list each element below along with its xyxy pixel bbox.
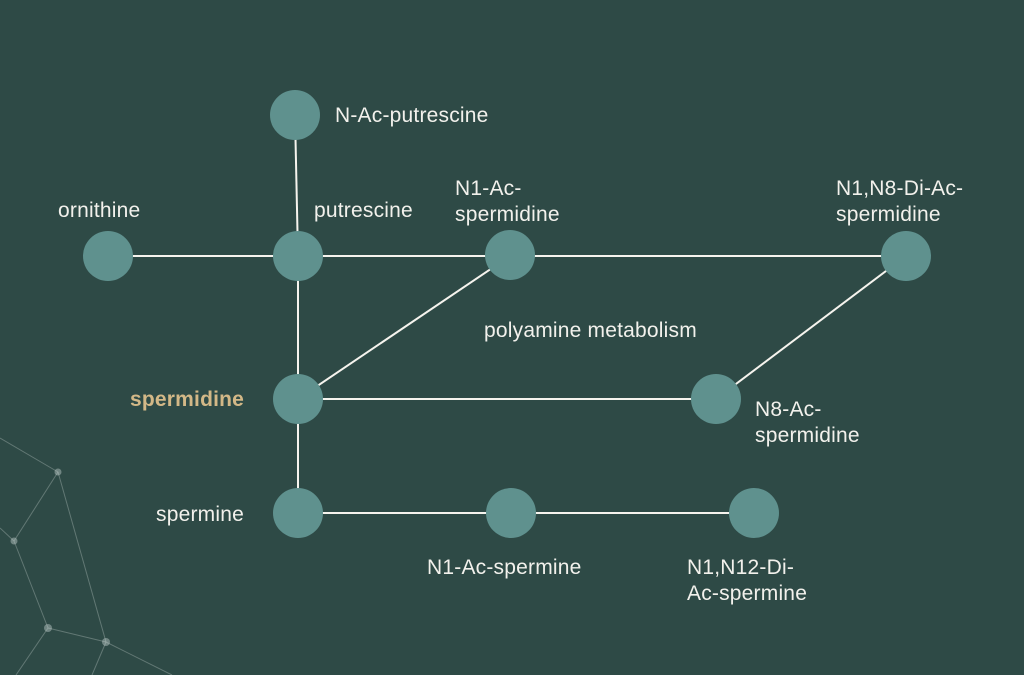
edge-spermidine-n1-ac-spermidine xyxy=(297,255,511,400)
pathway-edges xyxy=(108,114,907,514)
label-n1n8-di-ac-spermidine: N1,N8-Di-Ac- spermidine xyxy=(836,177,964,226)
label-n1n12-di-ac-spermine: N1,N12-Di- Ac-spermine xyxy=(687,556,808,605)
diagram-title: polyamine metabolism xyxy=(484,319,697,342)
label-ornithine: ornithine xyxy=(58,199,141,222)
pathway-nodes xyxy=(83,90,931,538)
node-n1n12-di-ac-spermine[interactable] xyxy=(729,488,779,538)
node-n1-ac-spermidine[interactable] xyxy=(485,230,535,280)
label-n1-ac-spermine: N1-Ac-spermine xyxy=(427,556,582,579)
deco-dot xyxy=(102,638,110,646)
label-spermine: spermine xyxy=(156,503,244,526)
node-n1n8-di-ac-spermidine[interactable] xyxy=(881,231,931,281)
deco-dot xyxy=(44,624,52,632)
label-spermidine: spermidine xyxy=(130,388,245,411)
label-putrescine: putrescine xyxy=(314,199,413,222)
node-putrescine[interactable] xyxy=(273,231,323,281)
label-n1-ac-spermidine: N1-Ac- spermidine xyxy=(455,177,560,226)
decorative-network-motif xyxy=(0,437,173,675)
node-spermine[interactable] xyxy=(273,488,323,538)
node-n8-ac-spermidine[interactable] xyxy=(691,374,741,424)
deco-dot xyxy=(54,468,62,476)
label-n-ac-putrescine: N-Ac-putrescine xyxy=(335,104,489,127)
label-n8-ac-spermidine: N8-Ac- spermidine xyxy=(755,398,860,447)
edge-n8-ac-spermidine-n1n8-di-ac-spermidine xyxy=(715,255,907,400)
node-ornithine[interactable] xyxy=(83,231,133,281)
node-n1-ac-spermine[interactable] xyxy=(486,488,536,538)
node-n-ac-putrescine[interactable] xyxy=(270,90,320,140)
deco-dot xyxy=(10,537,18,545)
node-spermidine[interactable] xyxy=(273,374,323,424)
